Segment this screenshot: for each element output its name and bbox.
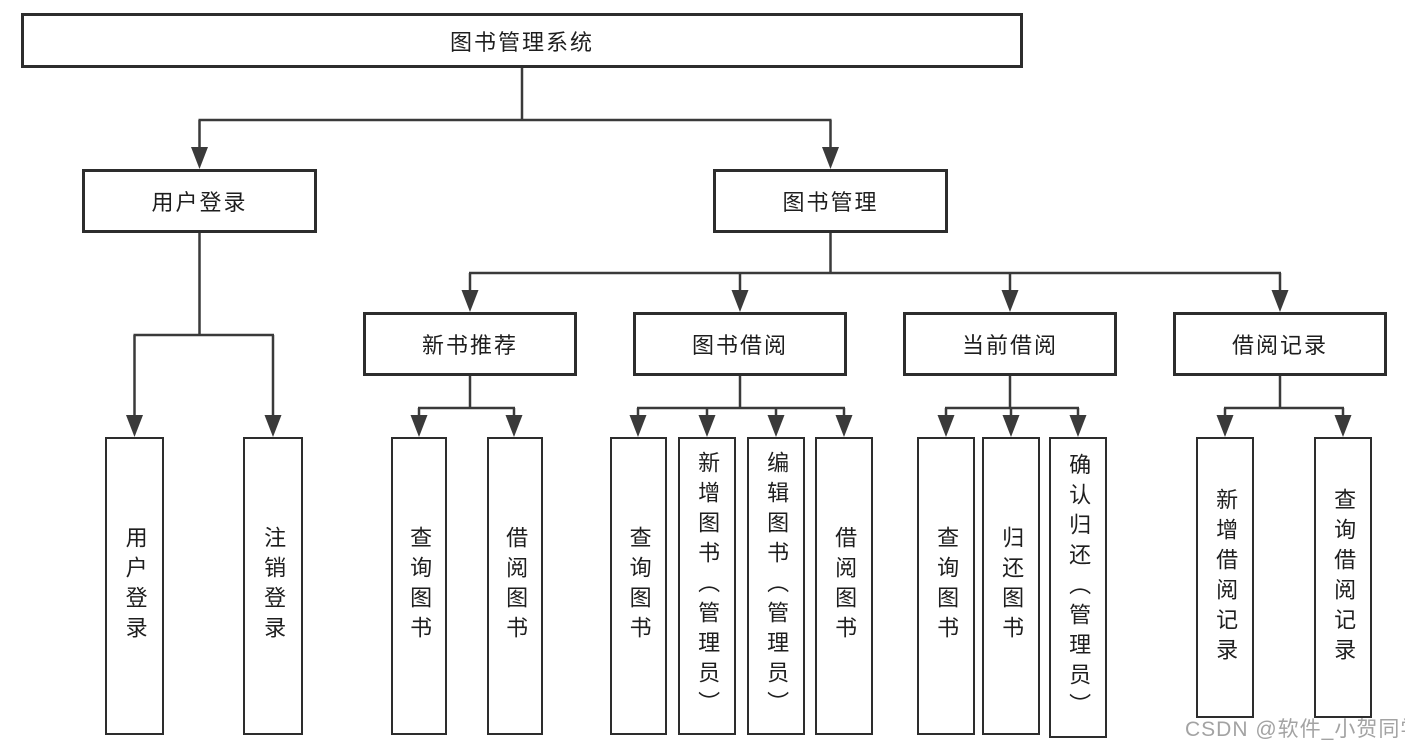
arrow-down-icon <box>126 415 143 437</box>
arrow-down-icon <box>1334 415 1352 437</box>
node-label: 新增借阅记录 <box>1213 487 1239 668</box>
node-label: 当前借阅 <box>961 333 1058 358</box>
node-label: 用户登录 <box>151 190 248 215</box>
node-label: 查询图书 <box>934 526 960 646</box>
node-label: 归还图书 <box>999 526 1025 646</box>
arrow-down-icon <box>505 415 523 437</box>
leaf-return-books: 归还图书 <box>982 437 1040 735</box>
node-label: 借阅记录 <box>1231 333 1328 358</box>
arrow-down-icon <box>1001 290 1019 312</box>
arrow-down-icon <box>937 415 955 437</box>
leaf-query-books: 查询图书 <box>917 437 975 735</box>
node-user-login: 用户登录 <box>82 169 317 233</box>
arrow-down-icon <box>410 415 428 437</box>
leaf-logout: 注销登录 <box>243 437 303 735</box>
arrowhead-icons <box>126 147 1352 437</box>
node-label: 借阅图书 <box>832 526 858 646</box>
arrow-down-icon <box>1069 415 1087 437</box>
leaf-add-books-admin: 新增图书（管理员） <box>678 437 736 735</box>
node-new-book-recommend: 新书推荐 <box>363 312 577 376</box>
node-label: 查询图书 <box>407 526 433 646</box>
node-label: 借阅图书 <box>503 526 529 646</box>
arrow-down-icon <box>629 415 647 437</box>
node-borrow-records: 借阅记录 <box>1173 312 1387 376</box>
leaf-add-borrow-record: 新增借阅记录 <box>1196 437 1254 718</box>
arrow-down-icon <box>767 415 785 437</box>
watermark: CSDN @软件_小贺同学 <box>1185 718 1405 741</box>
arrow-down-icon <box>1271 290 1289 312</box>
node-book-borrow: 图书借阅 <box>633 312 847 376</box>
node-label: 查询借阅记录 <box>1331 487 1357 668</box>
node-root-library-management-system: 图书管理系统 <box>21 13 1023 68</box>
node-label: 用户登录 <box>122 526 148 646</box>
arrow-down-icon <box>698 415 716 437</box>
arrow-down-icon <box>1216 415 1234 437</box>
leaf-query-books: 查询图书 <box>610 437 667 735</box>
leaf-confirm-return-admin: 确认归还（管理员） <box>1049 437 1107 738</box>
node-book-management: 图书管理 <box>713 169 948 233</box>
leaf-edit-books-admin: 编辑图书（管理员） <box>747 437 805 735</box>
arrow-down-icon <box>822 147 839 169</box>
node-label: 注销登录 <box>261 526 287 646</box>
arrow-down-icon <box>191 147 208 169</box>
arrow-down-icon <box>835 415 853 437</box>
leaf-query-borrow-record: 查询借阅记录 <box>1314 437 1372 718</box>
arrow-down-icon <box>264 415 282 437</box>
leaf-borrow-books: 借阅图书 <box>815 437 873 735</box>
leaf-borrow-books: 借阅图书 <box>487 437 543 735</box>
leaf-query-books: 查询图书 <box>391 437 447 735</box>
node-label: 编辑图书（管理员） <box>764 451 790 721</box>
arrow-down-icon <box>1002 415 1020 437</box>
node-label: 新书推荐 <box>421 333 518 358</box>
node-label: 图书借阅 <box>691 333 788 358</box>
leaf-user-login: 用户登录 <box>105 437 164 735</box>
node-label: 查询图书 <box>626 526 652 646</box>
arrow-down-icon <box>461 290 479 312</box>
node-current-borrow: 当前借阅 <box>903 312 1117 376</box>
arrow-down-icon <box>731 290 749 312</box>
node-label: 图书管理系统 <box>449 29 594 55</box>
node-label: 新增图书（管理员） <box>695 451 721 721</box>
node-label: 确认归还（管理员） <box>1066 452 1092 723</box>
node-label: 图书管理 <box>782 190 879 215</box>
